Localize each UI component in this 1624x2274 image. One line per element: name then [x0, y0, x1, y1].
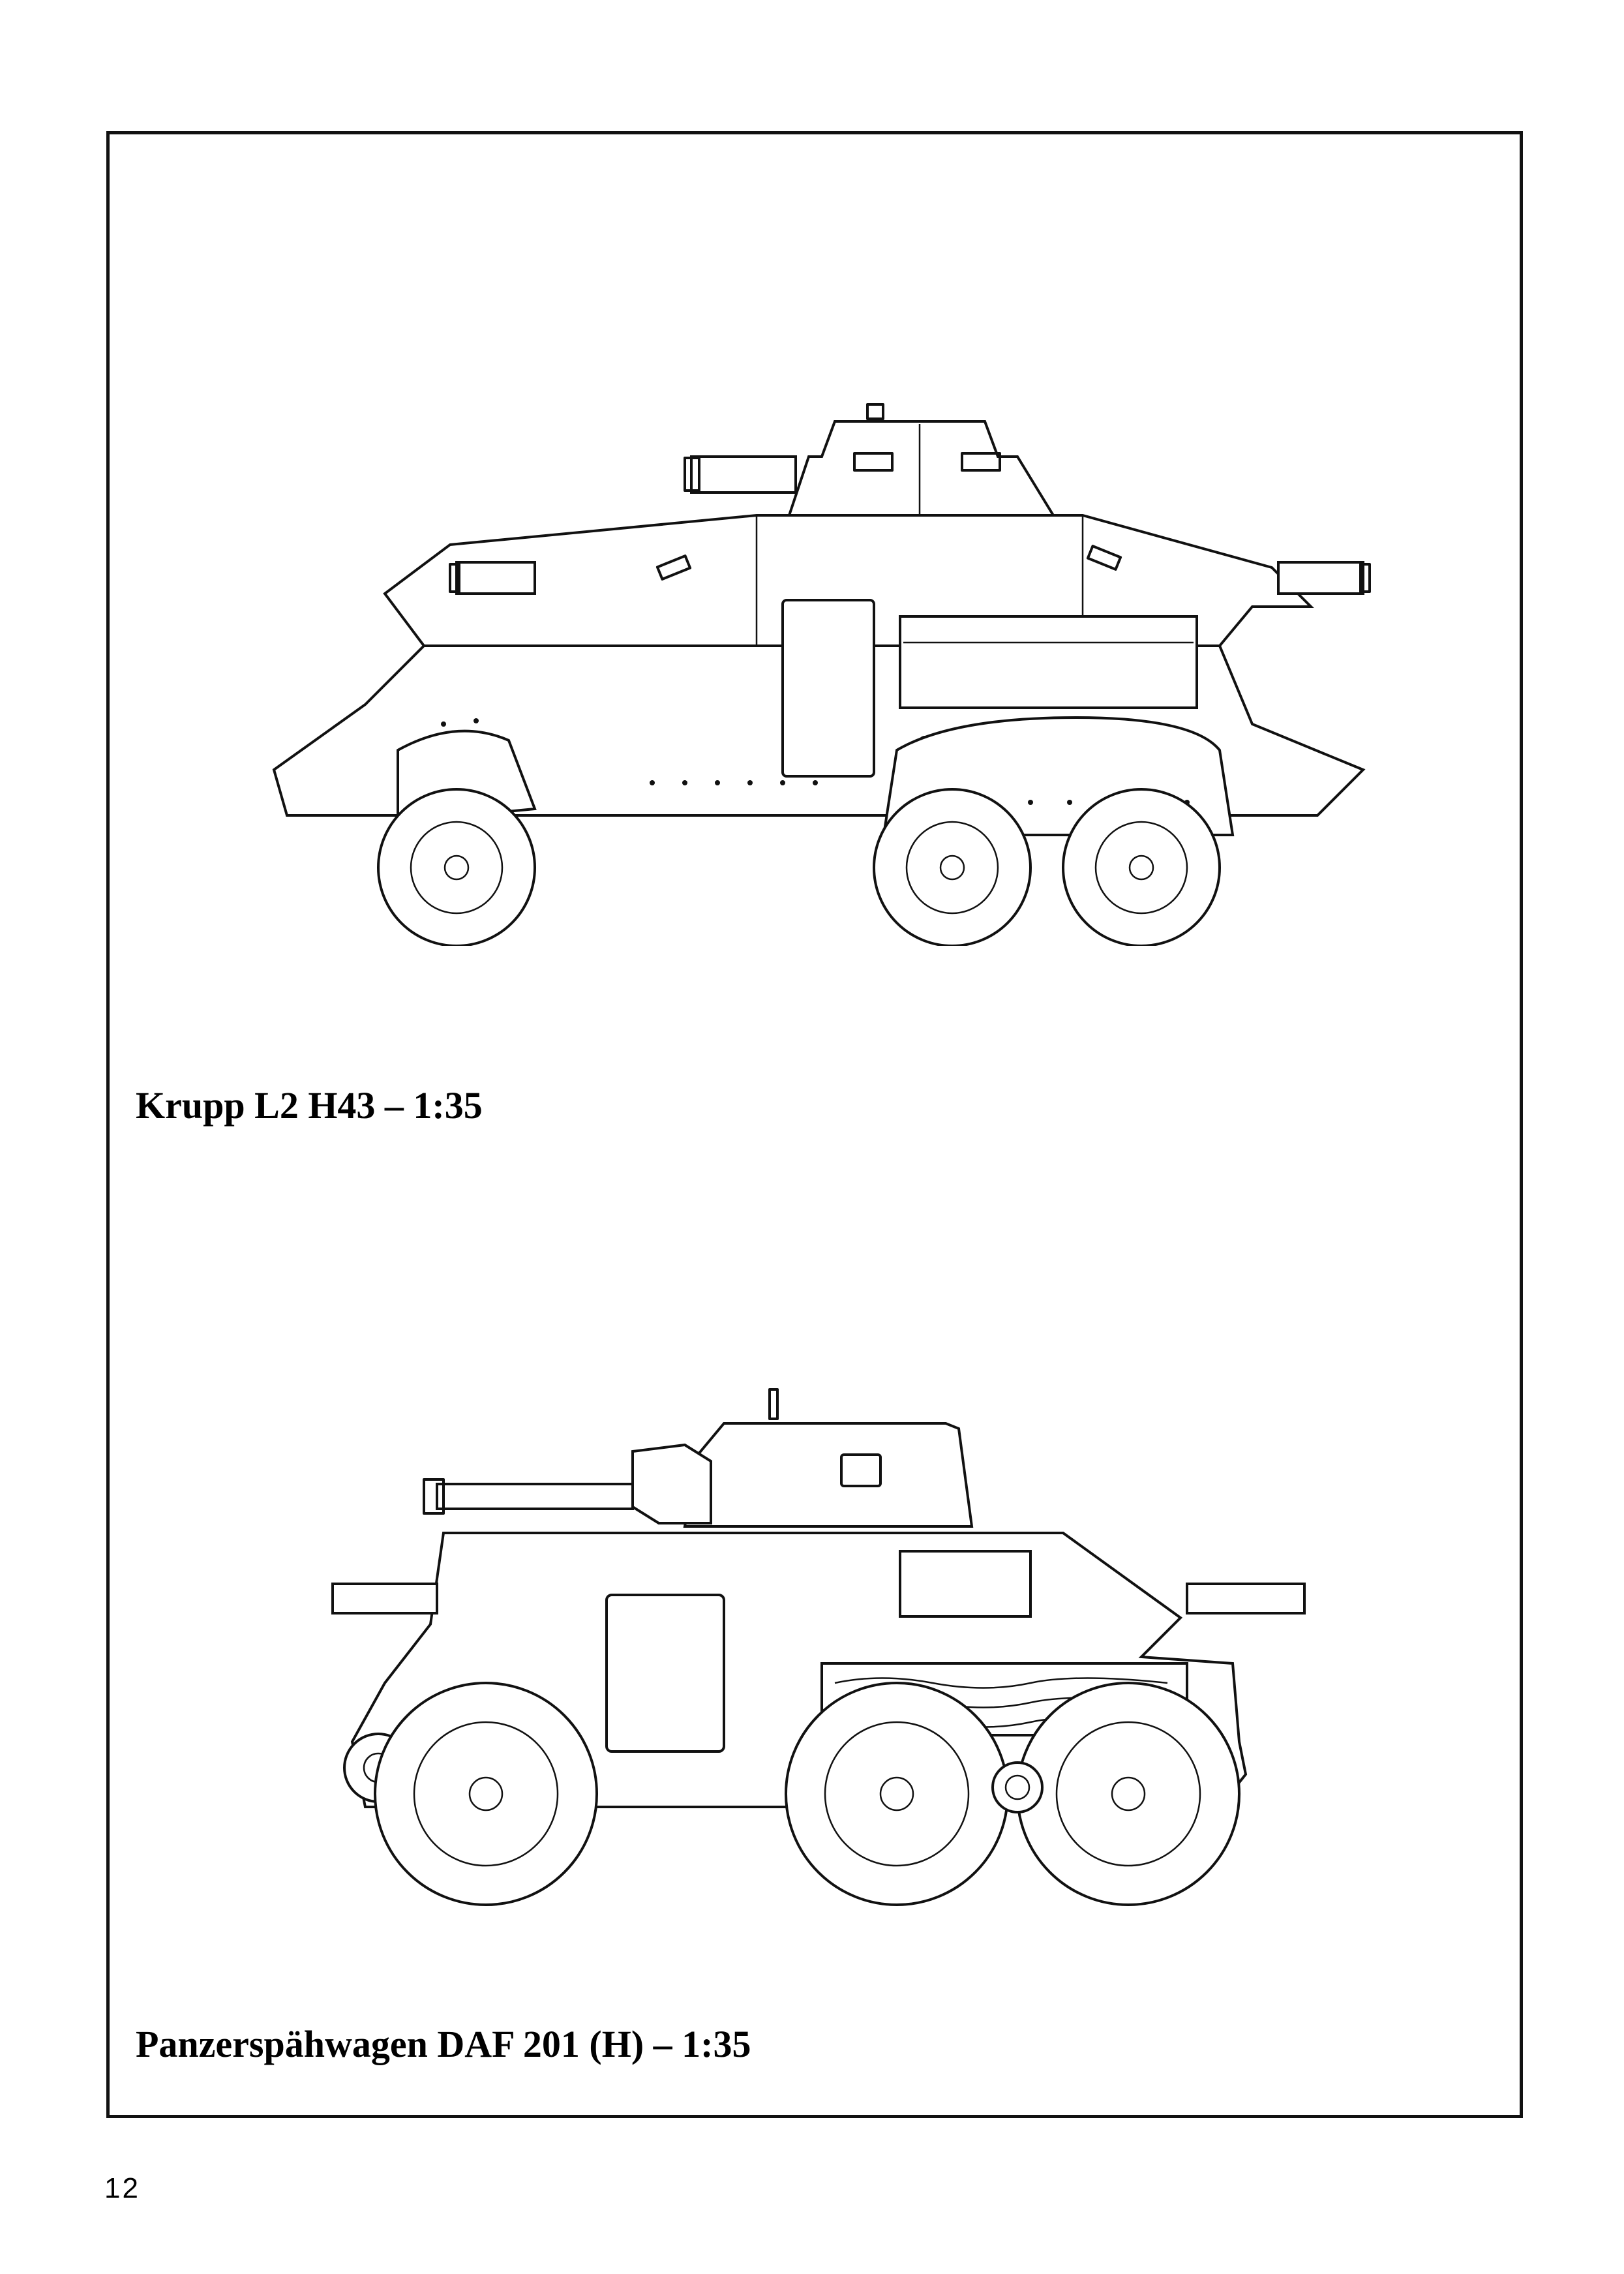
figure-frame [106, 131, 1523, 2118]
krupp-guns [449, 561, 1371, 595]
page-number: 12 [104, 2172, 140, 2204]
krupp-upper-hull [383, 514, 1314, 647]
krupp-caption: Krupp L2 H43 – 1:35 [136, 1084, 483, 1127]
daf-hull-guns [331, 1583, 1306, 1615]
daf-wheels [343, 1682, 1241, 1906]
krupp-turret [684, 403, 1056, 517]
daf-caption: Panzerspähwagen DAF 201 (H) – 1:35 [136, 2023, 751, 2065]
krupp-armored-car-drawing [272, 403, 1371, 946]
daf-armored-car-drawing [331, 1388, 1306, 1906]
krupp-wheels [377, 788, 1221, 946]
daf-turret [423, 1388, 974, 1528]
